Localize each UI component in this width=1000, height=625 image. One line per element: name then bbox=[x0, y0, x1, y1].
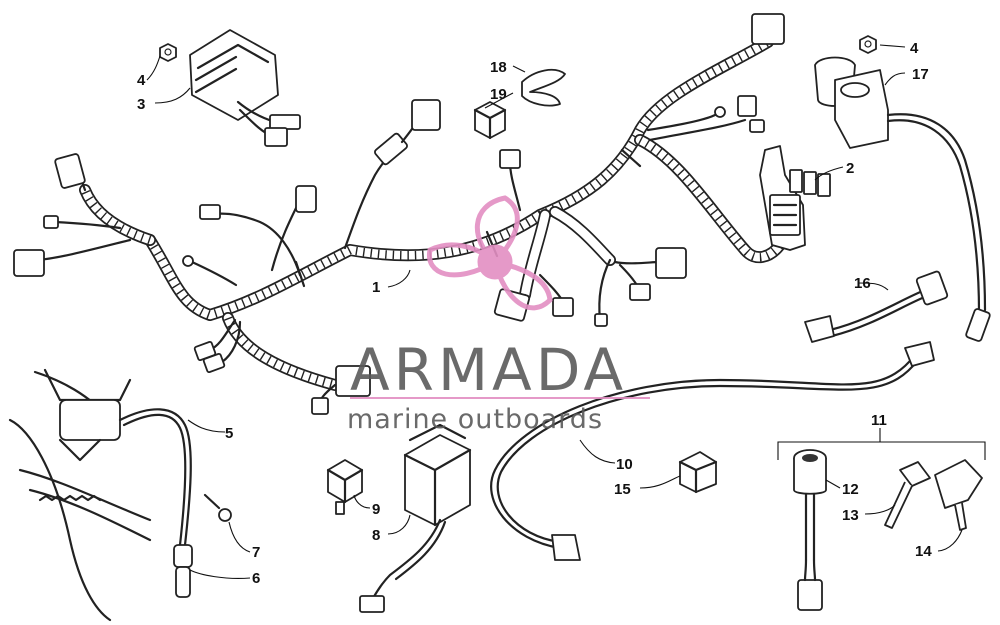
leader-lines bbox=[146, 44, 963, 579]
clamp-part-18 bbox=[521, 68, 566, 107]
callout-8: 8 bbox=[372, 527, 380, 544]
relay-part-15 bbox=[678, 451, 718, 494]
relay-part-19 bbox=[473, 101, 507, 140]
callout-11: 11 bbox=[871, 412, 887, 429]
callout-13: 13 bbox=[842, 507, 859, 524]
nut-part-4-left bbox=[159, 43, 177, 62]
fuse-block-part-2 bbox=[759, 145, 831, 251]
relay-part-9 bbox=[326, 459, 364, 515]
voltage-regulator-part-3 bbox=[189, 29, 301, 147]
engine-outline bbox=[8, 368, 152, 622]
propeller-logo-icon bbox=[426, 195, 553, 311]
ignition-coil-part-17 bbox=[814, 56, 991, 342]
nut-part-4-right bbox=[859, 35, 877, 54]
callout-19: 19 bbox=[490, 86, 507, 103]
watermark-title: ARMADA bbox=[350, 336, 627, 404]
callout-15: 15 bbox=[614, 481, 631, 498]
callout-3: 3 bbox=[137, 96, 145, 113]
callout-1: 1 bbox=[372, 279, 380, 296]
harness-lower-connector bbox=[311, 365, 371, 415]
callout-5: 5 bbox=[225, 425, 233, 442]
cdi-unit-part-8 bbox=[359, 423, 472, 613]
callout-17: 17 bbox=[912, 66, 929, 83]
callout-18: 18 bbox=[490, 59, 507, 76]
callout-16: 16 bbox=[854, 275, 871, 292]
callout-4-left: 4 bbox=[137, 72, 146, 89]
callout-6: 6 bbox=[252, 570, 260, 587]
spark-plug-lead-part-5 bbox=[118, 408, 192, 547]
callout-9: 9 bbox=[372, 501, 380, 518]
callout-7: 7 bbox=[252, 544, 260, 561]
callout-14: 14 bbox=[915, 543, 932, 560]
callout-10: 10 bbox=[616, 456, 633, 473]
bolt-part-7 bbox=[203, 493, 232, 522]
callout-labels: 1 2 3 4 4 5 6 7 8 9 10 11 12 13 14 15 16… bbox=[137, 40, 932, 587]
callout-4-right: 4 bbox=[910, 40, 919, 57]
ignition-kit-bracket bbox=[777, 428, 986, 460]
main-wiring-harness bbox=[79, 36, 786, 391]
callout-2: 2 bbox=[846, 160, 854, 177]
watermark-subtitle: marine outboards bbox=[347, 404, 603, 435]
ignition-switch-part-12 bbox=[793, 449, 827, 611]
spark-plug-cap-part-6 bbox=[173, 544, 193, 598]
key-part-14 bbox=[934, 459, 983, 531]
watermark: ARMADA marine outboards bbox=[347, 195, 650, 435]
harness-branch-wires bbox=[13, 13, 785, 373]
key-part-13 bbox=[884, 461, 931, 529]
lead-wire-part-16 bbox=[804, 270, 949, 343]
callout-12: 12 bbox=[842, 481, 859, 498]
